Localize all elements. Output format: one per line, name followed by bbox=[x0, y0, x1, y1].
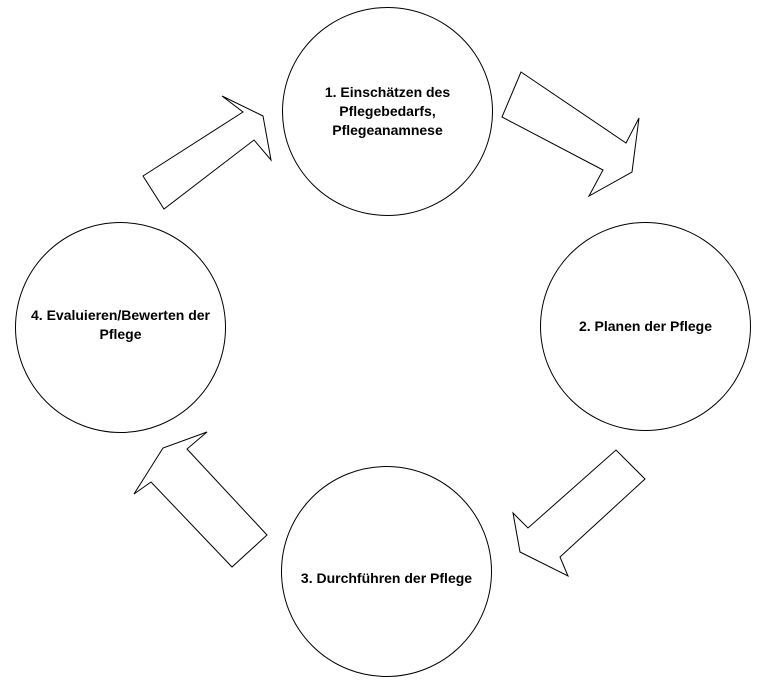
step-label-4: 4. Evaluieren/Bewerten der Pflege bbox=[31, 306, 210, 342]
step-label-1: 1. Einschätzen des Pflegebedarfs, Pflege… bbox=[324, 84, 451, 138]
arrow-step3-to-step4 bbox=[133, 431, 268, 568]
step-label-3: 3. Durchführen der Pflege bbox=[300, 570, 473, 586]
step-circle-2: 2. Planen der Pflege bbox=[540, 222, 751, 431]
step-circle-3: 3. Durchführen der Pflege bbox=[281, 466, 492, 677]
step-circle-4: 4. Evaluieren/Bewerten der Pflege bbox=[15, 222, 226, 433]
arrow-step2-to-step3 bbox=[512, 449, 646, 578]
step-label-2: 2. Planen der Pflege bbox=[578, 318, 713, 334]
arrow-step4-to-step1 bbox=[142, 95, 272, 210]
arrow-step1-to-step2 bbox=[501, 71, 640, 198]
step-circle-1: 1. Einschätzen des Pflegebedarfs, Pflege… bbox=[282, 7, 493, 216]
